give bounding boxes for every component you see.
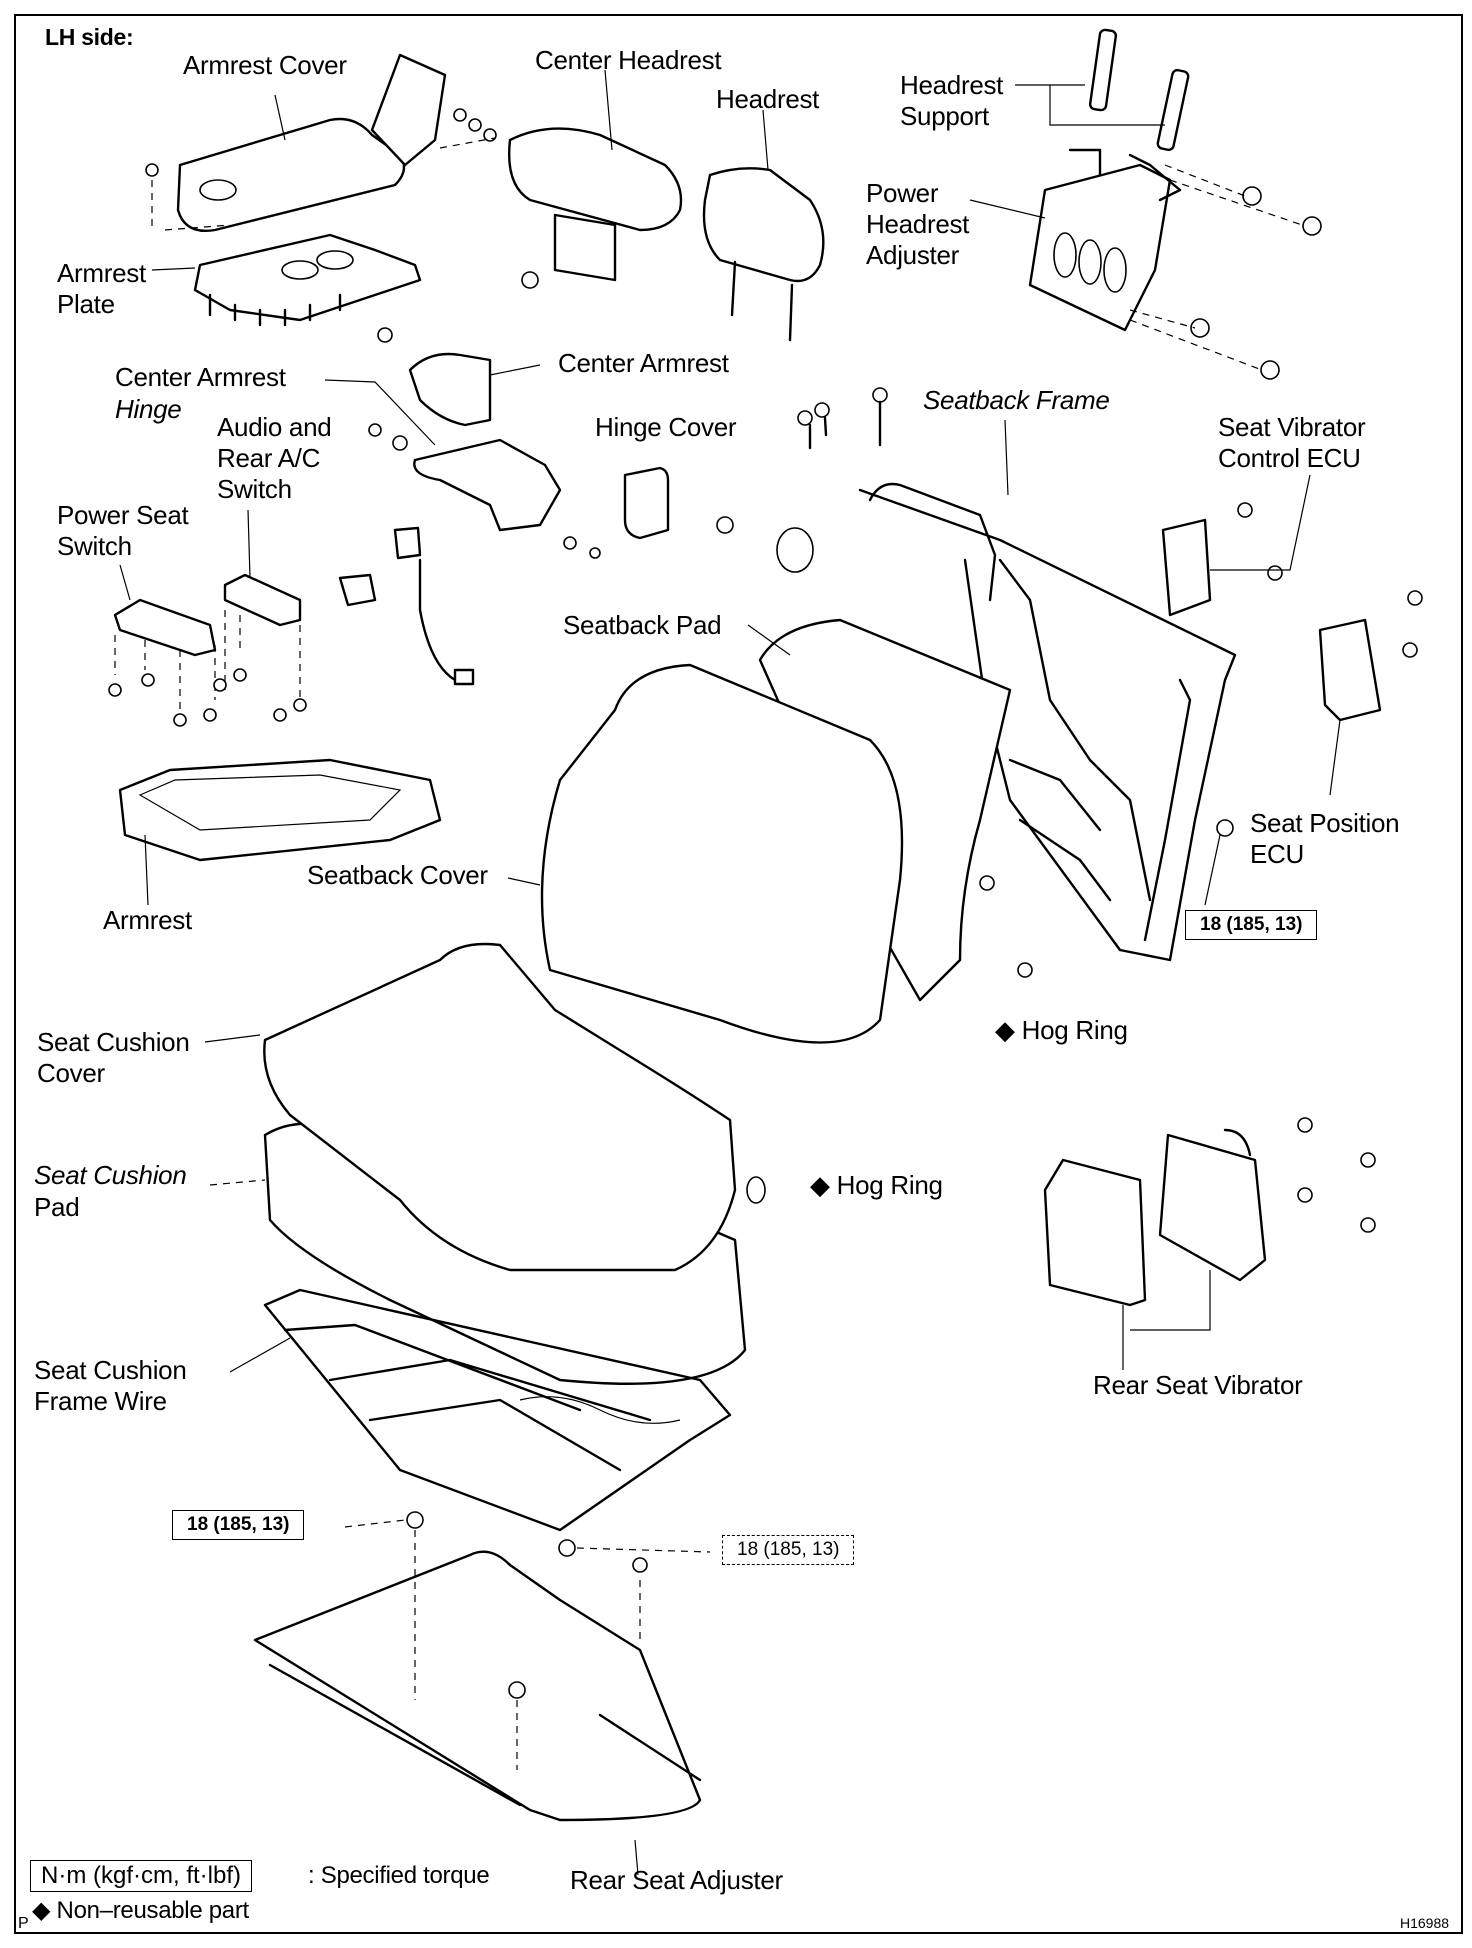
figure-id: H16988 [1400, 1915, 1450, 1931]
label-seatback-frame: Seatback Frame [923, 385, 1110, 415]
label-center-armrest: Center Armrest [558, 348, 729, 378]
armrest-cover-screws [439, 108, 497, 149]
torque-spec-adjuster-bolt-right: 18 (185, 13) [722, 1535, 855, 1565]
label-armrest-plate: Armrest Plate [57, 258, 146, 319]
seat-vibrator-control-ecu-part [1161, 502, 1283, 617]
label-seat-cushion-pad-line1: Seat Cushion [34, 1160, 187, 1190]
switch-screws [108, 610, 307, 727]
label-headrest: Headrest [716, 84, 820, 114]
leader-headrest-support [1015, 84, 1165, 126]
rear-seat-vibrator-part [1043, 1117, 1376, 1307]
center-armrest-part [377, 327, 492, 427]
hog-ring-upper-label: ◆ Hog Ring [995, 1015, 1128, 1046]
label-seatback-pad: Seatback Pad [563, 610, 722, 640]
leader-headrest [762, 109, 769, 171]
label-center-armrest-hinge-line2: Hinge [115, 394, 182, 424]
center-armrest-hinge-part [368, 423, 601, 559]
power-headrest-adjuster-part [1028, 148, 1182, 332]
armrest-part [118, 758, 442, 862]
headrest-part [702, 167, 825, 342]
leader-seat-cushion-cover [204, 1034, 261, 1043]
armrest-screw-guide [151, 180, 231, 231]
label-armrest: Armrest [103, 905, 192, 935]
label-audio-rear-ac-switch: Audio and Rear A/C Switch [217, 412, 332, 504]
adjuster-nuts [1129, 164, 1322, 380]
leader-center-armrest-hinge [324, 379, 436, 446]
audio-rear-ac-switch-part [223, 526, 475, 686]
hog-ring-lower-text: Hog Ring [836, 1170, 943, 1200]
rear-seat-adjuster-part [253, 1550, 702, 1822]
non-reusable-diamond-icon: ◆ [810, 1170, 830, 1200]
label-hinge-cover: Hinge Cover [595, 412, 737, 442]
leader-seat-cushion-frame-wire [229, 1337, 291, 1373]
seatback-frame-part [776, 482, 1237, 962]
label-seat-position-ecu: Seat Position ECU [1250, 808, 1400, 869]
label-rear-seat-vibrator: Rear Seat Vibrator [1093, 1370, 1303, 1400]
diagram-frame [14, 14, 1463, 1934]
seatback-cover-part [540, 663, 904, 1044]
armrest-plate-part [193, 233, 422, 327]
leader-armrest-plate [151, 267, 196, 271]
armrest-screw [145, 163, 159, 177]
leader-armrest [144, 834, 149, 906]
hinge-cover-part [623, 466, 734, 540]
adjuster-bolts [344, 1511, 711, 1770]
leader-power-seat-switch [119, 564, 131, 601]
label-power-headrest-adjuster: Power Headrest Adjuster [866, 178, 970, 270]
label-armrest-cover: Armrest Cover [183, 50, 347, 80]
hog-ring-upper-icon [1017, 962, 1033, 978]
leader-armrest-cover [274, 94, 286, 141]
label-seat-vibrator-control-ecu: Seat Vibrator Control ECU [1218, 412, 1366, 473]
hog-ring-lower-icon [746, 1176, 766, 1204]
label-seat-cushion-frame-wire: Seat Cushion Frame Wire [34, 1355, 187, 1416]
legend-non-reusable: ◆ Non–reusable part [32, 1895, 249, 1926]
hog-ring-upper-text: Hog Ring [1021, 1015, 1128, 1045]
armrest-cover-part [176, 53, 447, 232]
label-seatback-cover: Seatback Cover [307, 860, 488, 890]
seat-cushion-cover-part [263, 942, 737, 1272]
leader-center-armrest [489, 364, 541, 376]
leader-audio-rear-ac-switch [247, 509, 251, 579]
label-headrest-support: Headrest Support [900, 70, 1004, 131]
seatback-frame-screws [797, 387, 1234, 891]
leader-rear-seat-vibrator [1122, 1270, 1211, 1370]
power-seat-switch-part [113, 598, 217, 657]
legend-torque-units: N·m (kgf·cm, ft·lbf) [30, 1860, 252, 1892]
leader-seatback-frame [1004, 419, 1009, 496]
page-marker: P [18, 1915, 29, 1932]
non-reusable-diamond-icon: ◆ [995, 1015, 1015, 1045]
leader-seat-cushion-pad [209, 1179, 266, 1186]
torque-spec-adjuster-bolt-left: 18 (185, 13) [172, 1510, 305, 1540]
label-power-seat-switch: Power Seat Switch [57, 500, 189, 561]
label-seat-cushion-cover: Seat Cushion Cover [37, 1027, 190, 1088]
non-reusable-diamond-icon: ◆ [32, 1897, 51, 1924]
hog-ring-lower-label: ◆ Hog Ring [810, 1170, 943, 1201]
leader-seat-vibrator-control-ecu [1210, 474, 1311, 571]
diagram-title: LH side: [45, 24, 134, 50]
leader-torque-ecu [1204, 834, 1221, 906]
seat-cushion-frame-wire-part [263, 1288, 732, 1532]
leader-seatback-cover [507, 877, 541, 886]
legend-non-reusable-text: Non–reusable part [56, 1897, 250, 1924]
center-headrest-part [508, 127, 683, 289]
label-rear-seat-adjuster: Rear Seat Adjuster [570, 1865, 783, 1895]
label-seat-cushion-pad-line2: Pad [34, 1192, 80, 1222]
legend-torque-desc: : Specified torque [308, 1862, 490, 1889]
torque-spec-seat-position-ecu: 18 (185, 13) [1185, 910, 1318, 940]
seat-position-ecu-part [1318, 590, 1423, 722]
leader-center-headrest [604, 69, 613, 151]
leader-seatback-pad [747, 624, 791, 656]
leader-seat-position-ecu [1329, 719, 1341, 796]
leader-power-headrest-adjuster [969, 199, 1046, 219]
label-center-armrest-hinge-line1: Center Armrest [115, 362, 286, 392]
headrest-support-part [1088, 28, 1190, 152]
label-center-headrest: Center Headrest [535, 45, 722, 75]
leader-rear-seat-adjuster [634, 1839, 639, 1876]
